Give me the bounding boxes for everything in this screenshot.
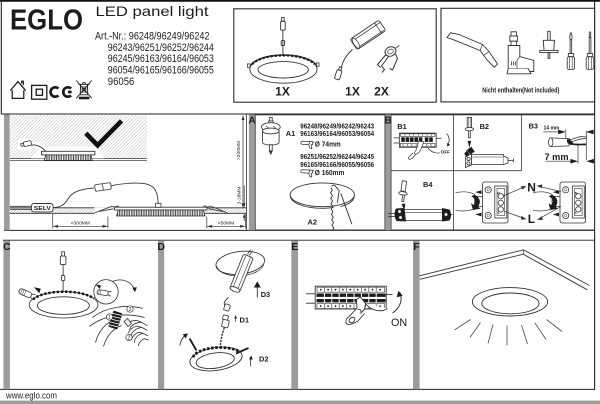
svg-text:www.eglo.com: www.eglo.com [5, 390, 57, 400]
svg-text:96056: 96056 [108, 76, 135, 88]
svg-text:>200MM: >200MM [236, 141, 242, 160]
svg-text:B3: B3 [529, 121, 538, 130]
svg-text:D1: D1 [240, 316, 249, 325]
svg-text:E: E [291, 241, 298, 253]
svg-text:96243/96251/96252/96244: 96243/96251/96252/96244 [108, 42, 214, 54]
svg-text:D: D [157, 241, 165, 253]
svg-text:B: B [384, 115, 392, 127]
svg-text:>50MM: >50MM [218, 220, 234, 226]
svg-text:SELV: SELV [34, 206, 51, 212]
svg-text:2: 2 [128, 335, 131, 341]
svg-text:96163/96164/96053/96054: 96163/96164/96053/96054 [300, 130, 374, 138]
svg-text:LED panel light: LED panel light [96, 4, 209, 19]
svg-text:3-18MM: 3-18MM [237, 187, 243, 205]
svg-text:96248/96249/96242/96243: 96248/96249/96242/96243 [300, 122, 374, 130]
svg-text:A2: A2 [308, 217, 317, 226]
svg-text:N: N [527, 181, 536, 195]
svg-text:L: L [528, 212, 535, 226]
svg-text:1: 1 [108, 315, 111, 321]
svg-text:Ø 160mm: Ø 160mm [315, 169, 345, 177]
svg-text:2: 2 [129, 307, 132, 313]
svg-text:A1: A1 [286, 129, 295, 138]
svg-text:Art.-Nr.: 96248/96249/96242: Art.-Nr.: 96248/96249/96242 [95, 31, 210, 43]
svg-text:B1: B1 [397, 122, 406, 131]
svg-text:<300MM: <300MM [71, 220, 90, 226]
svg-text:96251/96252/96244/96245: 96251/96252/96244/96245 [300, 153, 374, 161]
svg-text:2X: 2X [374, 84, 389, 98]
svg-text:Nicht enthalten(Not included): Nicht enthalten(Not included) [482, 87, 559, 94]
svg-text:1X: 1X [345, 84, 360, 98]
svg-text:L: L [498, 211, 501, 215]
svg-text:1X: 1X [275, 84, 290, 98]
svg-text:A: A [248, 115, 256, 127]
svg-text:OFF: OFF [441, 149, 450, 154]
svg-text:96054/96165/96166/96055: 96054/96165/96166/96055 [108, 65, 214, 77]
svg-text:B2: B2 [480, 122, 489, 131]
svg-text:EGLO: EGLO [10, 5, 83, 37]
svg-text:96165/96166/96055/96056: 96165/96166/96055/96056 [300, 161, 374, 169]
svg-text:C: C [3, 241, 11, 253]
svg-text:14 mm: 14 mm [544, 126, 560, 132]
svg-text:D3: D3 [261, 290, 270, 299]
svg-text:96245/96163/96164/96053: 96245/96163/96164/96053 [108, 53, 214, 65]
svg-text:B4: B4 [423, 180, 433, 189]
svg-text:D2: D2 [259, 354, 268, 363]
svg-text:7 mm: 7 mm [545, 152, 569, 162]
svg-text:N: N [497, 192, 500, 196]
svg-text:F: F [413, 241, 420, 253]
svg-text:ON: ON [391, 317, 407, 329]
svg-text:Ø 74mm: Ø 74mm [315, 140, 341, 148]
